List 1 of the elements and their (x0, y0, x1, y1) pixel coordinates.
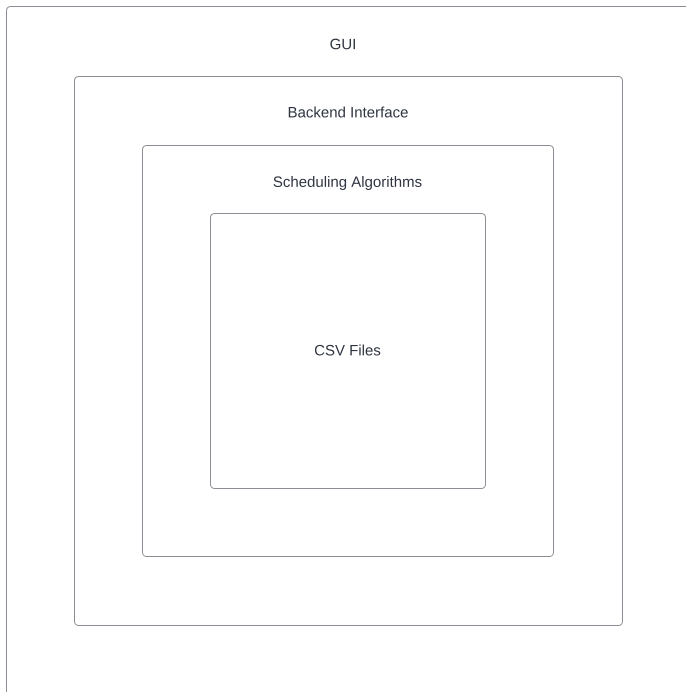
layer-box: CSV Files (210, 213, 486, 489)
